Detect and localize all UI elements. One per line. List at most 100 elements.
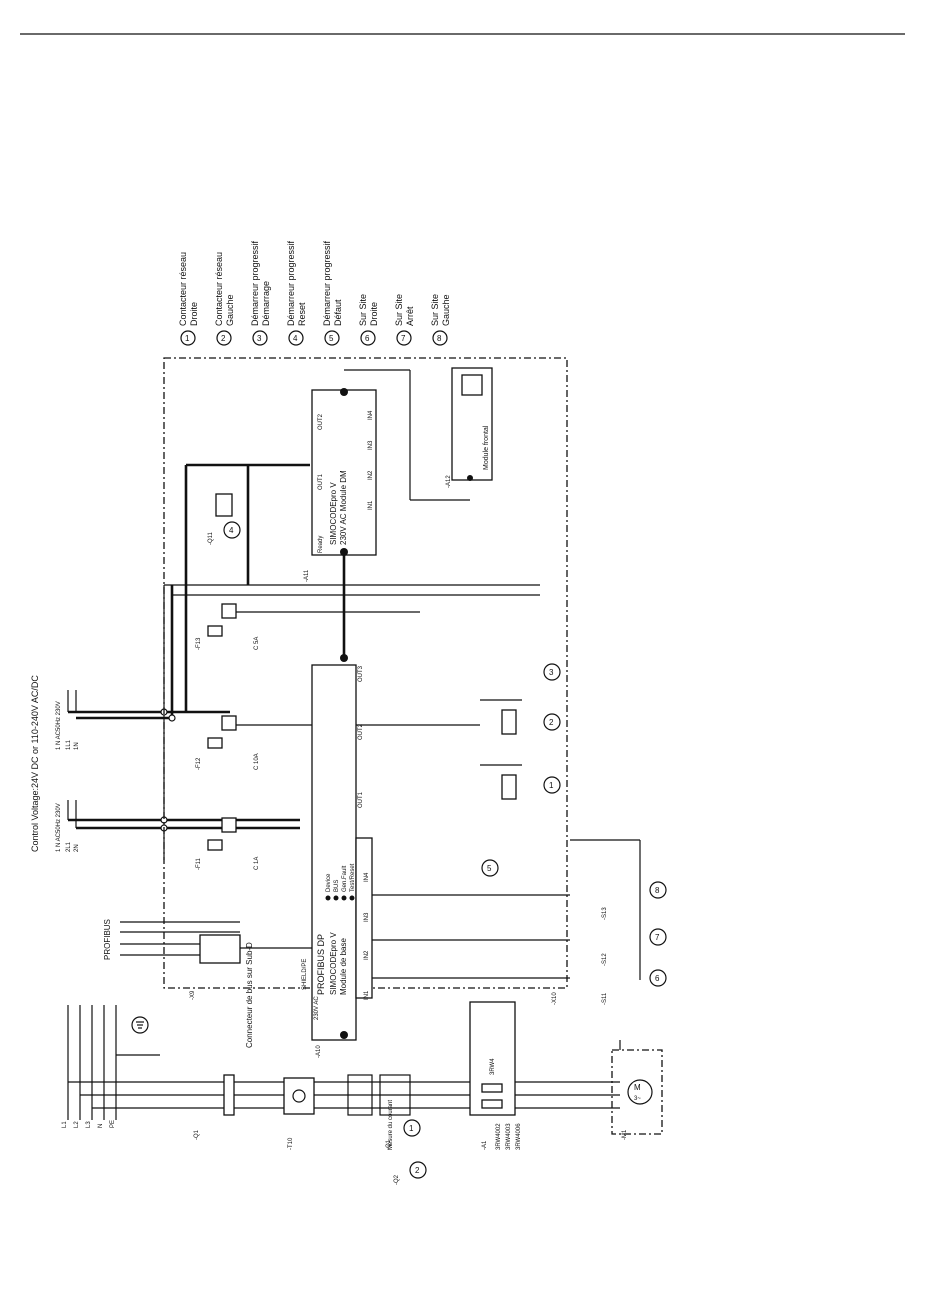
svg-text:8: 8 (655, 886, 660, 895)
relay-q11: 4 -Q11 (184, 463, 310, 712)
svg-text:M: M (634, 1083, 641, 1092)
supply2-l: 2L1 (66, 841, 72, 852)
svg-text:L3: L3 (86, 1121, 92, 1128)
svg-text:-A12: -A12 (446, 475, 452, 488)
softstarter-3rw4: 3RW4 -A1 3RW4002 3RW4003 3RW4006 (469, 1001, 522, 1150)
supply1-n: 1N (74, 742, 80, 750)
legend-line1: Démarreur progressif (322, 240, 332, 326)
legend-number: 4 (293, 334, 298, 343)
svg-text:2: 2 (549, 718, 554, 727)
legend-circle (252, 330, 268, 346)
legend-line2: Droite (369, 302, 379, 326)
svg-text:3RW4002: 3RW4002 (496, 1123, 502, 1150)
svg-text:-Q1: -Q1 (194, 1129, 200, 1140)
local-switches: 8 7 6 -S13 -S12 -S11 -X10 (372, 839, 667, 1005)
svg-text:IN2: IN2 (364, 950, 370, 960)
motor-m1: M 3~ -M1 (611, 1040, 663, 1140)
legend-line2: Droite (189, 302, 199, 326)
svg-text:-Q2: -Q2 (394, 1174, 400, 1185)
basic-module: PROFIBUS DP SIMOCODEpro V Module de base… (302, 654, 373, 1058)
svg-text:PROFIBUS DP: PROFIBUS DP (316, 934, 326, 995)
svg-text:IN1: IN1 (364, 990, 370, 1000)
svg-text:-F13: -F13 (196, 637, 202, 650)
svg-text:-T10: -T10 (288, 1137, 294, 1150)
svg-text:-A10: -A10 (316, 1045, 322, 1058)
svg-text:Mesure du courant: Mesure du courant (388, 1100, 394, 1150)
legend-line2: Reset (297, 302, 307, 326)
legend-circle (396, 330, 412, 346)
legend-line1: Démarreur progressif (250, 240, 260, 326)
svg-text:-X9: -X9 (190, 990, 196, 1000)
svg-text:IN3: IN3 (364, 912, 370, 922)
svg-text:-A1: -A1 (482, 1140, 488, 1150)
legend-number: 1 (185, 334, 190, 343)
svg-text:IN4: IN4 (368, 410, 374, 420)
legend-circle (360, 330, 376, 346)
svg-text:-F12: -F12 (196, 757, 202, 770)
svg-text:L2: L2 (74, 1121, 80, 1128)
legend-number: 3 (257, 334, 262, 343)
legend-line2: Démarrage (261, 281, 271, 326)
svg-text:3RW4003: 3RW4003 (506, 1123, 512, 1150)
svg-text:1: 1 (409, 1124, 414, 1133)
svg-text:PROFIBUS: PROFIBUS (103, 919, 112, 960)
fuse-f11: -F11 C 1A (196, 817, 260, 870)
supply2-label: 1 N AC50Hz 230V (56, 803, 62, 852)
main-contactors: 1 2 -Q1 -Q2 (347, 1074, 427, 1185)
legend-number: 8 (437, 334, 442, 343)
legend-line1: Démarreur progressif (286, 240, 296, 326)
svg-text:-M1: -M1 (622, 1129, 628, 1140)
legend-circle (288, 330, 304, 346)
main-switch: -Q1 (194, 1074, 235, 1140)
svg-text:Gen.Fault: Gen.Fault (342, 865, 348, 892)
current-measurement: -T10 Mesure du courant (283, 1077, 394, 1150)
mains-conductors: L1 L2 L3 N PE (62, 1005, 620, 1128)
svg-text:230V AC Module DM: 230V AC Module DM (339, 470, 348, 545)
svg-text:-S13: -S13 (602, 907, 608, 920)
supply-wires (67, 584, 540, 860)
svg-text:Ready: Ready (318, 536, 324, 553)
svg-text:Connecteur de bus sur Sub-D: Connecteur de bus sur Sub-D (245, 942, 254, 1048)
svg-text:5: 5 (487, 864, 492, 873)
svg-text:SIMOCODEpro V: SIMOCODEpro V (329, 932, 338, 995)
dm-module: SIMOCODEpro V 230V AC Module DM Ready -A… (304, 369, 470, 655)
fuse-f13: -F13 C 5A (196, 603, 260, 650)
svg-text:C 1A: C 1A (254, 857, 260, 870)
svg-text:OUT1: OUT1 (318, 473, 324, 490)
svg-text:L1: L1 (62, 1121, 68, 1128)
legend-circle (216, 330, 232, 346)
svg-text:OUT2: OUT2 (358, 723, 364, 740)
legend-number: 7 (401, 334, 406, 343)
svg-text:Test/Reset: Test/Reset (350, 863, 356, 892)
svg-text:1: 1 (549, 781, 554, 790)
svg-text:OUT2: OUT2 (318, 413, 324, 430)
legend-circle (180, 330, 196, 346)
svg-text:IN4: IN4 (364, 872, 370, 882)
svg-text:-Q1: -Q1 (386, 1139, 392, 1150)
svg-text:Device: Device (326, 873, 332, 892)
supply2-n: 2N (74, 844, 80, 852)
legend-number: 2 (221, 334, 226, 343)
legend-line1: Contacteur réseau (214, 252, 224, 326)
svg-text:OUT1: OUT1 (358, 791, 364, 808)
svg-text:-X10: -X10 (552, 992, 558, 1005)
fuse-f12: -F12 C 10A (196, 715, 260, 770)
legend-line1: Contacteur réseau (178, 252, 188, 326)
svg-text:C 10A: C 10A (254, 753, 260, 770)
svg-text:IN1: IN1 (368, 500, 374, 510)
legend-line1: Sur Site (358, 294, 368, 326)
svg-text:Module de base: Module de base (339, 938, 348, 995)
svg-text:C 5A: C 5A (254, 637, 260, 650)
svg-text:N: N (98, 1124, 104, 1128)
svg-text:OUT3: OUT3 (358, 665, 364, 682)
legend-line1: Sur Site (394, 294, 404, 326)
svg-text:230V AC: 230V AC (314, 996, 320, 1020)
